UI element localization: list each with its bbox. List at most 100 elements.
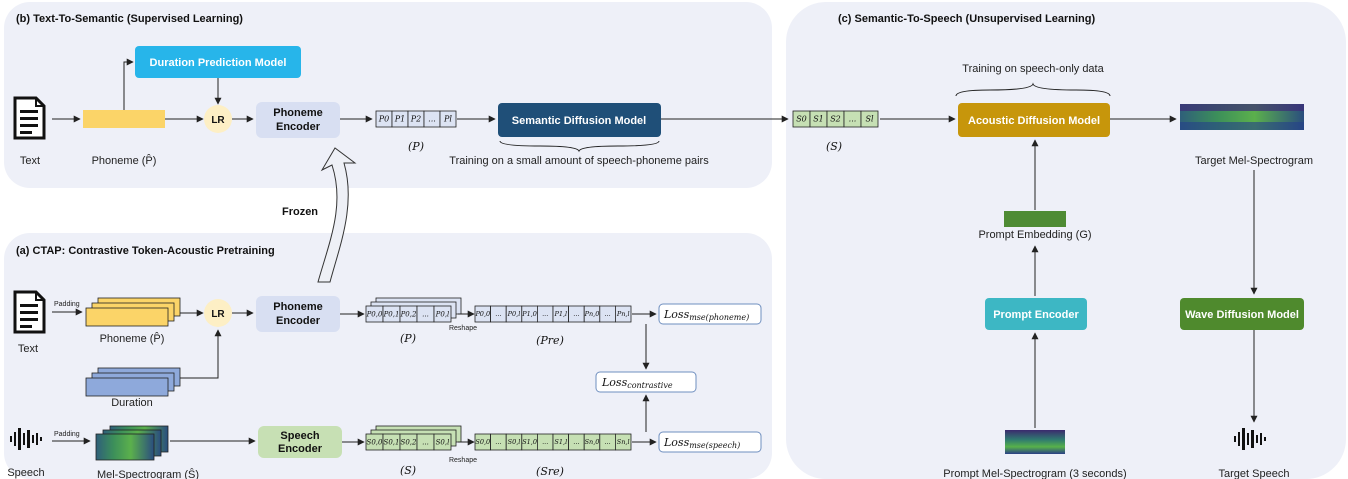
p-token-label: P2 [410,115,421,124]
prompt-mel-spectrogram-image [1005,430,1065,454]
phoneme-encoder-label-b-2: Encoder [276,121,321,133]
semantic-diffusion-model-box [498,103,661,137]
p-label-b: (P) [408,140,424,153]
s-token-c-label: S2 [830,115,841,124]
reshape-label-top: Reshape [449,325,477,332]
mel-spectrogram-label-a: Mel-Spectrogram (Ŝ) [97,468,199,479]
semantic-diffusion-model-label: Semantic Diffusion Model [512,115,646,127]
p-token-label: ... [428,115,436,124]
pre-token-label: P0,l [507,310,521,318]
s-token-c-label: Sl [865,115,873,124]
lr-circle-a [204,299,232,327]
padding-label-bottom: Padding [54,431,80,438]
duration-prediction-model-label: Duration Prediction Model [150,57,287,69]
pre-token-label: ... [573,310,579,318]
brace-c [955,82,1111,97]
panel-a [4,233,772,479]
p-token-label: P1 [394,115,405,124]
sre-token-label: S0,l [508,438,521,446]
p-token-label: Pl [443,115,452,124]
speech-waveform-icon-a [10,428,42,450]
loss-contrastive-label: Losscontrastive [601,376,673,390]
duration-label: Duration [111,397,153,409]
pre-token-label: Pn,l [616,310,630,318]
p-stack-token-label: ... [422,310,429,318]
target-speech-waveform-icon [1234,428,1266,450]
loss-contrastive-box [595,371,697,393]
phoneme-encoder-label-a-1: Phoneme [273,301,323,313]
s-stack-token-label: S0,l [436,438,450,446]
s-stack-token-label: ... [422,438,429,446]
text-label-b: Text [20,155,40,167]
s-stack-token-label: S0,2 [401,438,417,446]
acoustic-diffusion-model-box [958,103,1110,137]
s-stack-token-label: S0,0 [367,438,383,446]
target-mel-label: Target Mel-Spectrogram [1195,155,1313,167]
speech-encoder-label-1: Speech [280,430,319,442]
s-label-c: (S) [826,140,842,153]
sre-token-label: S1,l [554,438,567,446]
sre-token-label: S1,0 [522,438,537,446]
s-token-c-label: ... [849,115,857,124]
frozen-label: Frozen [282,206,318,218]
phoneme-label-b: Phoneme (P̂) [92,153,157,167]
loss-speech-label: Lossmse(speech) [663,436,740,450]
p-stack-token-label: P0,l [435,310,450,318]
p-stack-token-label: P0,2 [400,310,417,318]
reshape-label-bottom: Reshape [449,457,477,464]
phoneme-encoder-label-b-1: Phoneme [273,107,323,119]
acoustic-diffusion-model-label: Acoustic Diffusion Model [968,115,1100,127]
s-label-a: (S) [400,464,416,477]
prompt-encoder-label: Prompt Encoder [993,309,1079,321]
duration-stack [85,367,181,397]
sre-token-label: Sn,0 [585,438,600,446]
brace-b [499,140,660,153]
pre-token-label: ... [542,310,548,318]
loss-phoneme-box [658,303,762,325]
prompt-mel-label: Prompt Mel-Spectrogram (3 seconds) [943,468,1126,479]
frozen-arrow [317,147,357,283]
p-label-a: (P) [400,332,416,345]
s-stack-token-label: S0,1 [384,438,400,446]
target-mel-spectrogram-image [1180,104,1304,130]
speech-label: Speech [7,467,44,479]
training-note-c: Training on speech-only data [962,63,1104,75]
p-token-label: P0 [378,115,389,124]
p-stack-token-label: P0,1 [383,310,400,318]
sre-label: (Sre) [536,465,564,478]
pre-token-cell [615,305,632,323]
sre-token-label: ... [495,438,501,446]
pre-token-label: ... [495,310,501,318]
text-document-icon [13,96,46,140]
prompt-embedding-bar [1004,211,1066,227]
s-token-c-label: S1 [813,115,824,124]
p-stack-token-cell [433,305,452,323]
sre-token-label: S0,0 [475,438,490,446]
phoneme-encoder-label-a-2: Encoder [276,315,321,327]
sre-token-label: ... [604,438,610,446]
wave-diffusion-model-box [1180,298,1304,330]
sre-token-label: Sn,l [617,438,630,446]
target-speech-label: Target Speech [1219,468,1290,479]
sre-token-label: ... [542,438,548,446]
sre-token-cell [615,433,632,451]
sre-token-label: ... [573,438,579,446]
s-token-c-cell [860,110,879,128]
text-label-a: Text [18,343,38,355]
loss-phoneme-label: Lossmse(phoneme) [663,308,749,322]
pre-token-label: Pn,0 [584,310,600,318]
panel-b-title: (b) Text-To-Semantic (Supervised Learnin… [16,13,243,25]
prompt-embedding-label: Prompt Embedding (G) [978,229,1091,241]
prompt-encoder-box [985,298,1087,330]
p-stack-token-label: P0,0 [366,310,383,318]
panel-c-title: (c) Semantic-To-Speech (Unsupervised Lea… [838,13,1095,25]
p-token-cell [439,110,457,128]
training-note-b: Training on a small amount of speech-pho… [449,155,709,167]
phoneme-encoder-box-a [256,296,340,332]
p-token-sequence: P0 P1 P2... Pl [375,110,457,128]
